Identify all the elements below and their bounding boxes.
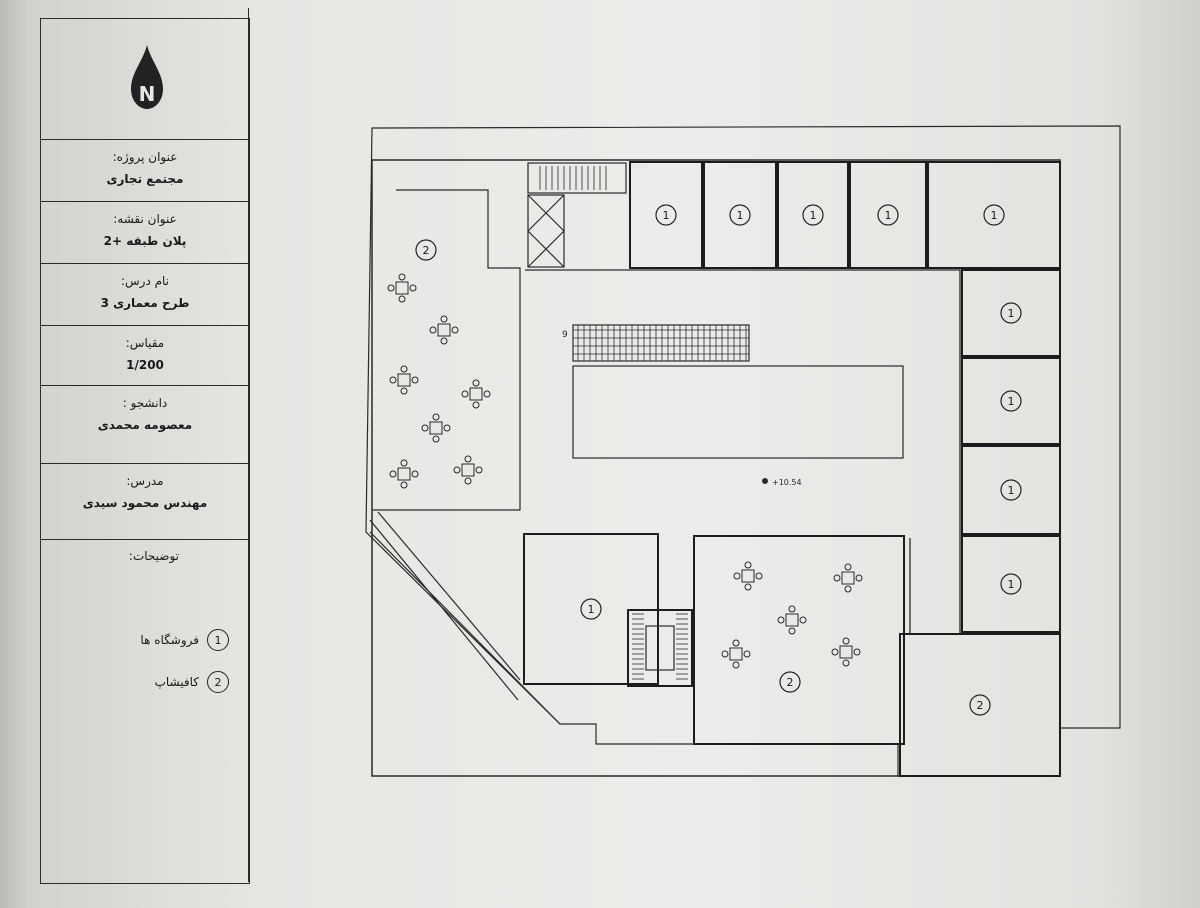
room-label-circle <box>877 204 899 226</box>
room-label-circle <box>415 239 437 261</box>
table-icon <box>833 563 863 593</box>
legend-item-shops: 1 فروشگاه ها <box>109 627 229 653</box>
sheet-title-cell: عنوان نقشه: پلان طبقه +2 <box>41 201 249 264</box>
sheet-title: پلان طبقه +2 <box>103 234 187 248</box>
table-icon <box>421 413 451 443</box>
room-number: 1 <box>1008 578 1015 591</box>
cafe-room <box>693 535 905 745</box>
project-title-cell: عنوان پروژه: مجتمع تجاری <box>41 139 249 202</box>
elevator-shaft <box>527 194 565 268</box>
course-cell: نام درس: طرح معماری 3 <box>41 263 249 326</box>
room-label-circle <box>729 204 751 226</box>
room-label-circle <box>580 598 602 620</box>
room-label-circle <box>1000 302 1022 324</box>
course-label: نام درس: <box>120 274 170 288</box>
project-title-label: عنوان پروژه: <box>112 150 178 164</box>
north-letter: N <box>139 82 156 106</box>
sheet-title-label: عنوان نقشه: <box>113 212 177 226</box>
legend-number: 2 <box>207 671 229 693</box>
project-title: مجتمع تجاری <box>106 172 184 186</box>
shop-room <box>703 161 777 269</box>
shop-room <box>961 357 1061 445</box>
terrace-edge <box>372 189 521 511</box>
stair-number: 9 <box>562 330 568 340</box>
site-outline <box>365 125 1121 777</box>
scale-value: 1/200 <box>126 358 164 372</box>
escalator <box>572 324 750 362</box>
student-cell: دانشجو : معصومه محمدی <box>41 385 249 464</box>
instructor-cell: مدرس: مهندس محمود سیدی <box>41 463 249 540</box>
ramp-line-2 <box>369 519 519 701</box>
drawing-frame <box>248 8 1189 882</box>
room-number: 1 <box>810 209 817 222</box>
north-arrow-cell: N <box>41 19 249 140</box>
student-name: معصومه محمدی <box>97 418 193 432</box>
ramp-line-3 <box>369 531 561 725</box>
shop-room <box>927 161 1061 269</box>
shop-room <box>961 269 1061 357</box>
legend-item-cafe: 2 کافیشاپ <box>109 669 229 695</box>
elevator-cross <box>527 194 565 268</box>
room-label-circle <box>802 204 824 226</box>
level-marker-icon <box>762 478 768 484</box>
room-label-circle <box>969 694 991 716</box>
scale-label: مقیاس: <box>125 336 165 350</box>
shop-room <box>961 445 1061 535</box>
table-icon <box>387 273 417 303</box>
room-label-circle <box>983 204 1005 226</box>
room-number: 1 <box>1008 395 1015 408</box>
shop-room <box>629 161 703 269</box>
room-number: 1 <box>885 209 892 222</box>
room-label-circle <box>1000 479 1022 501</box>
notes-label: توضیحات: <box>128 549 179 563</box>
scale-cell: مقیاس: 1/200 <box>41 325 249 386</box>
stair-core <box>627 609 693 687</box>
room-number: 2 <box>977 699 984 712</box>
instructor-name: مهندس محمود سیدی <box>82 496 208 510</box>
shop-room <box>777 161 849 269</box>
room-label-circle <box>779 671 801 693</box>
legend-number: 1 <box>207 629 229 651</box>
table-icon <box>777 605 807 635</box>
room-number: 1 <box>991 209 998 222</box>
instructor-label: مدرس: <box>126 474 164 488</box>
legend-text: کافیشاپ <box>154 675 199 689</box>
room-number: 1 <box>588 603 595 616</box>
table-icon <box>733 561 763 591</box>
table-icon <box>831 637 861 667</box>
stair-well <box>645 625 675 671</box>
table-icon <box>429 315 459 345</box>
room-number: 2 <box>787 676 794 689</box>
table-icon <box>389 365 419 395</box>
table-icon <box>389 459 419 489</box>
ramp-line-1 <box>377 511 521 681</box>
student-label: دانشجو : <box>122 396 168 410</box>
cafe-room <box>899 633 1061 777</box>
title-block: N عنوان پروژه: مجتمع تجاری عنوان نقشه: پ… <box>40 18 250 884</box>
atrium-void <box>572 365 904 459</box>
room-number: 1 <box>1008 307 1015 320</box>
table-icon <box>721 639 751 669</box>
legend-text: فروشگاه ها <box>140 633 199 647</box>
room-number: 2 <box>423 244 430 257</box>
room-label-circle <box>1000 390 1022 412</box>
room-label-circle <box>1000 573 1022 595</box>
shop-room <box>849 161 927 269</box>
course-name: طرح معماری 3 <box>100 296 190 310</box>
level-mark: +10.54 <box>772 478 802 487</box>
room-number: 1 <box>1008 484 1015 497</box>
table-icon <box>461 379 491 409</box>
north-arrow-icon: N <box>131 45 163 109</box>
shop-room <box>961 535 1061 633</box>
room-number: 1 <box>663 209 670 222</box>
table-icon <box>453 455 483 485</box>
room-label-circle <box>655 204 677 226</box>
room-number: 1 <box>737 209 744 222</box>
stair-top <box>527 162 627 194</box>
building-outline <box>371 159 1061 777</box>
